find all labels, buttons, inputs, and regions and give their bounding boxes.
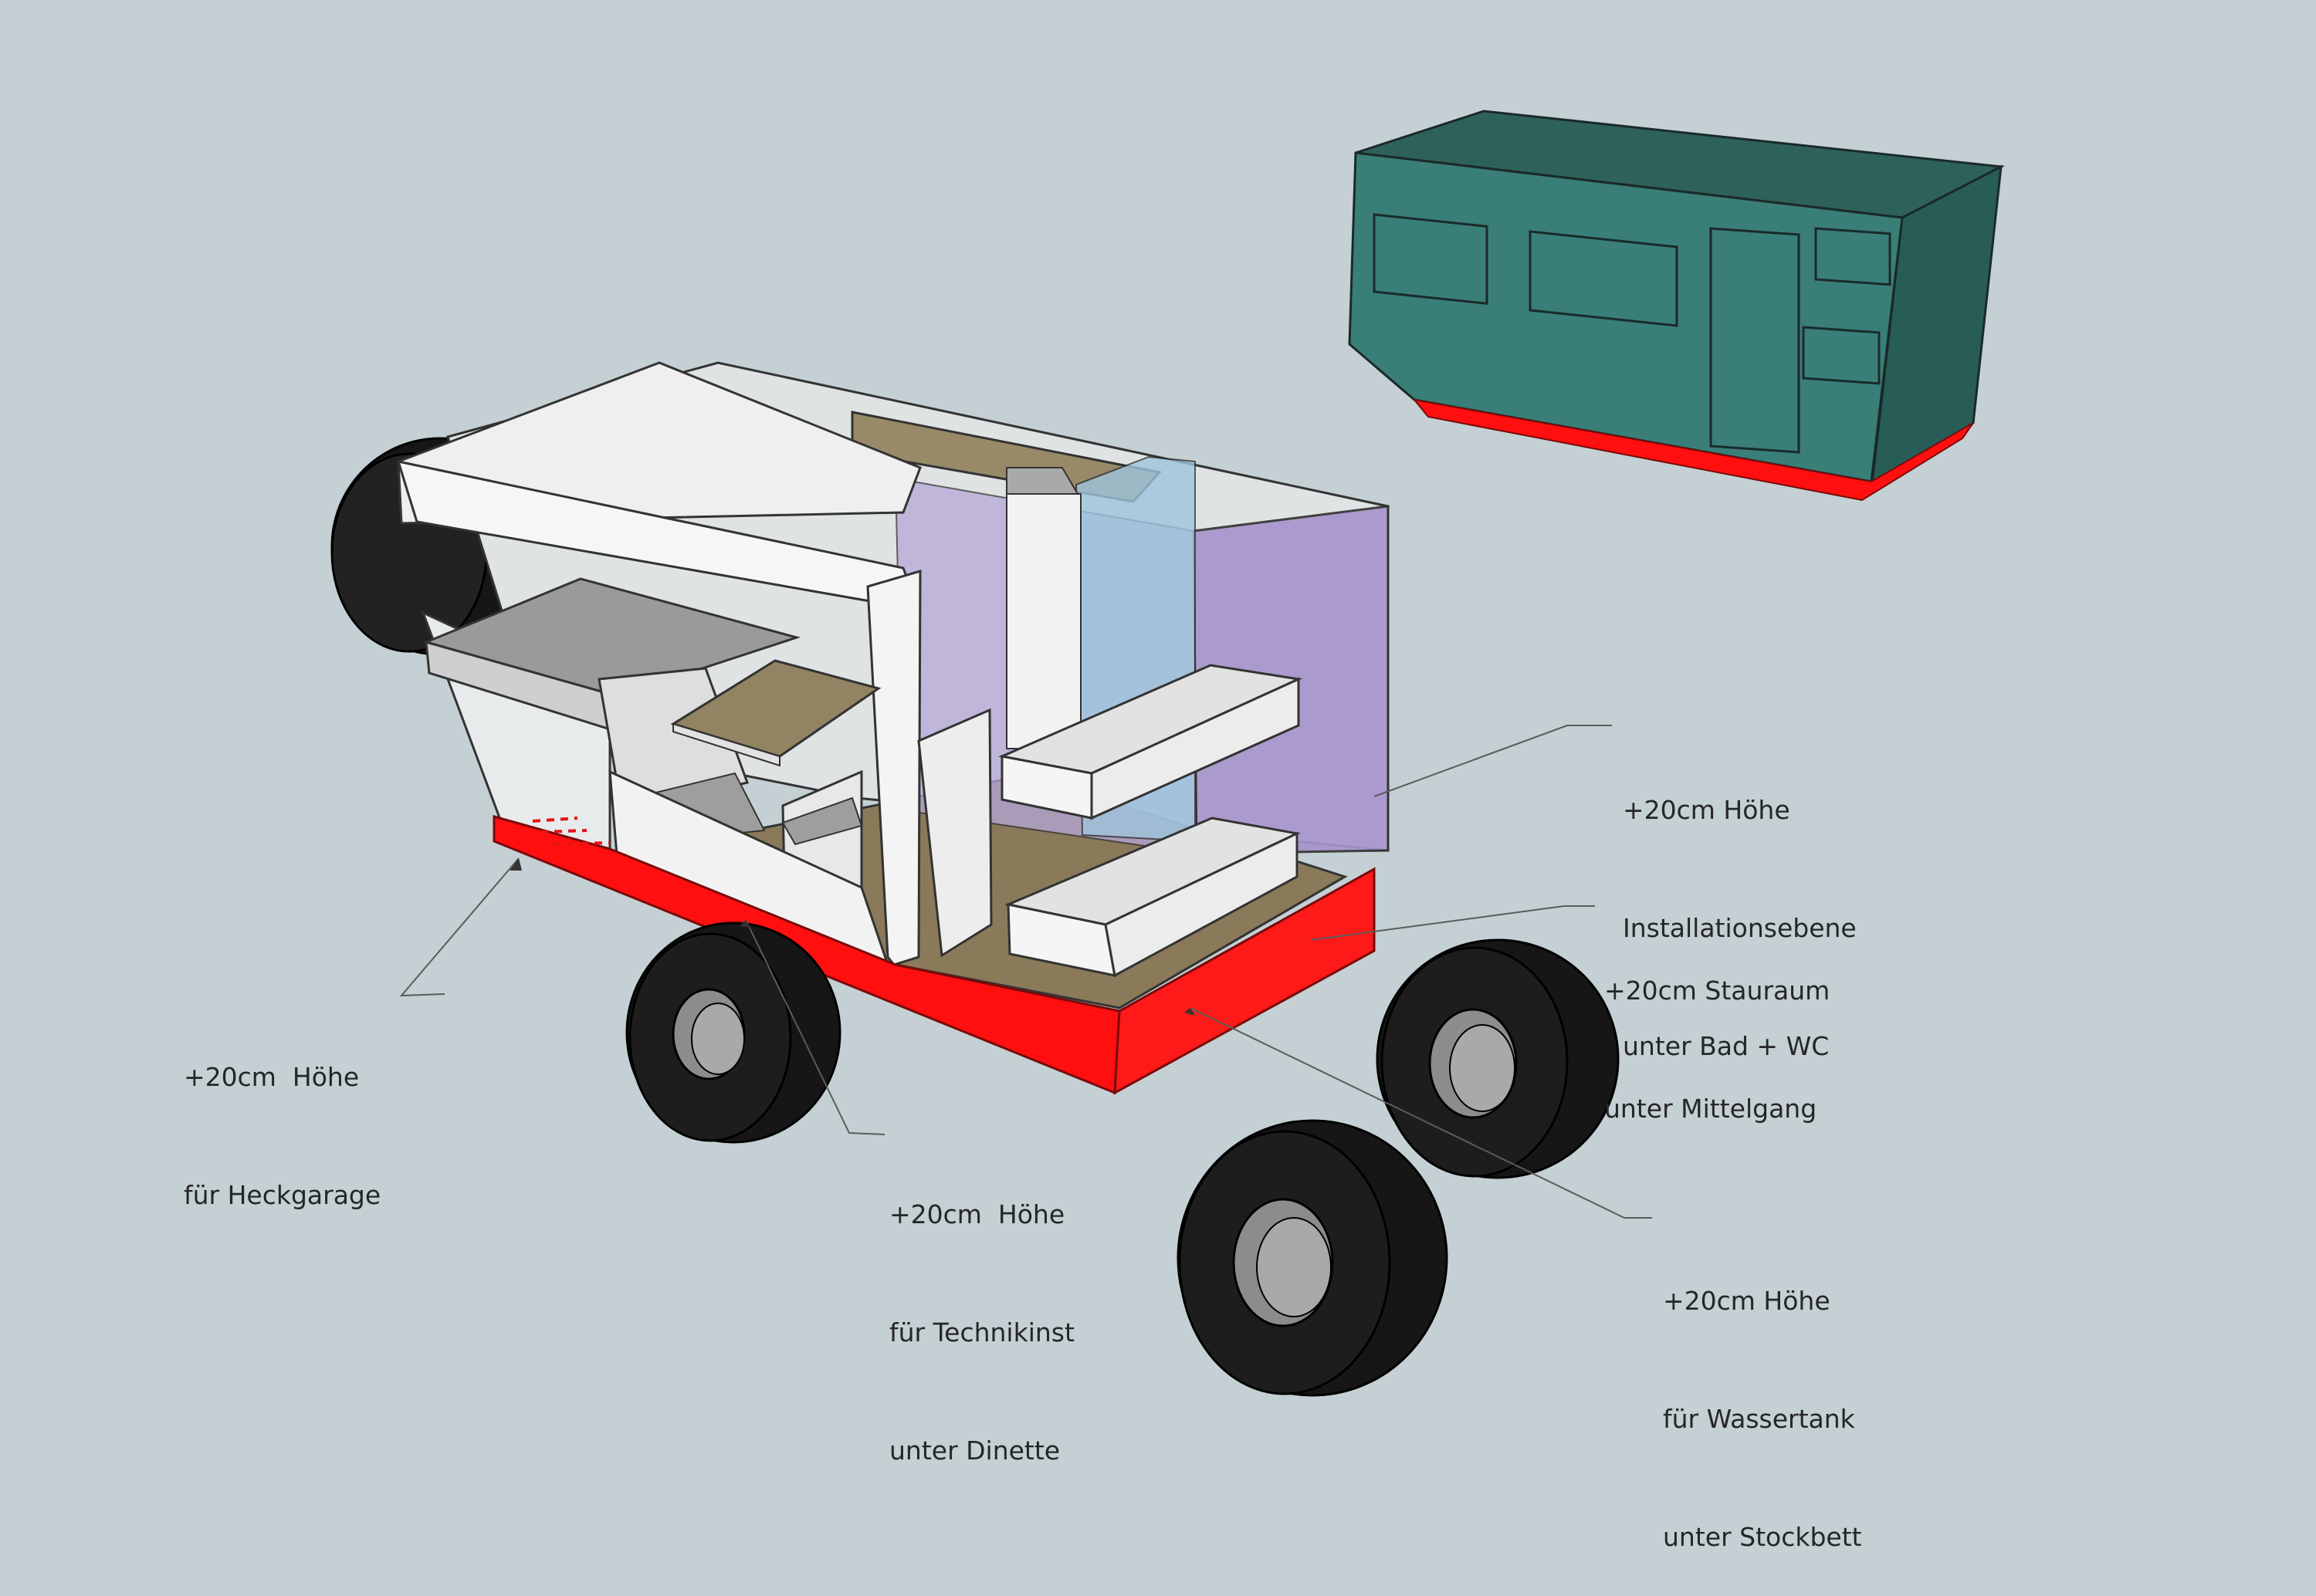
wheel-right-front [1177, 1119, 1448, 1397]
wheel-right-rear [1376, 938, 1620, 1179]
annotation-line: unter Mittelgang [1604, 1094, 1817, 1124]
annotation-line: +20cm Höhe [1623, 795, 1790, 825]
annotation-line: +20cm Stauraum [1604, 976, 1830, 1006]
camper-door [1709, 227, 1800, 454]
annotation-water-tank: +20cm Höhe für Wassertank unter Stockbet… [1663, 1202, 1862, 1596]
leader-arrowheads [510, 858, 1195, 1016]
camper-raised-floor [1412, 398, 1974, 502]
annotation-line: für Wassertank [1663, 1404, 1855, 1434]
camper-hatch-lower [1802, 326, 1881, 385]
annotation-line: für Heckgarage [184, 1180, 381, 1210]
annotation-dinette-tech: +20cm Höhe für Technikinst unter Dinette [889, 1116, 1075, 1510]
annotation-bathroom-installation: +20cm Höhe Installationsebene unter Bad … [1623, 712, 1857, 1105]
leader-tank [1190, 1007, 1652, 1219]
upper-bunk-side [1090, 677, 1300, 820]
annotation-line: +20cm Höhe [1663, 1286, 1830, 1316]
dinette-seat-right [781, 796, 863, 846]
leader-storage [1310, 905, 1595, 941]
leader-bathroom [1373, 725, 1612, 797]
wheel-left-front [625, 921, 841, 1144]
leader-lines [399, 725, 1652, 1219]
camper-cutaway-interior [396, 361, 1390, 1095]
kitchen-block [917, 708, 993, 958]
annotation-storage-aisle: +20cm Stauraum unter Mittelgang [1604, 892, 1830, 1168]
dinette-table-edge [672, 722, 780, 767]
annotation-line: unter Dinette [889, 1435, 1061, 1466]
raised-floor-right [1113, 867, 1376, 1095]
annotation-line: Installationsebene [1623, 913, 1857, 943]
camper-3d-model [330, 110, 2006, 1397]
closed-camper-body [1348, 110, 2006, 502]
leader-dinette [745, 919, 885, 1135]
annotation-line: +20cm Höhe [889, 1199, 1065, 1229]
annotation-line: +20cm Höhe [184, 1062, 360, 1092]
leader-garage [399, 857, 520, 997]
drawing-canvas: +20cm Höhe Installationsebene unter Bad … [184, 110, 2006, 1552]
annotation-line: unter Bad + WC [1623, 1031, 1830, 1061]
camper-hatch-upper [1814, 227, 1891, 286]
heckgarage-hatch-marks [532, 817, 611, 846]
side-wall-top-beam [397, 361, 922, 525]
camper-window-left [1373, 213, 1488, 306]
annotation-line: für Technikinst [889, 1317, 1075, 1347]
lower-bunk-side [1104, 831, 1299, 978]
annotation-line: unter Stockbett [1663, 1522, 1862, 1552]
white-cabinet-tall [1006, 493, 1082, 749]
annotation-rear-garage: +20cm Höhe für Heckgarage [184, 979, 381, 1254]
side-wall-pillar [866, 569, 922, 966]
camper-window-middle [1529, 230, 1678, 327]
